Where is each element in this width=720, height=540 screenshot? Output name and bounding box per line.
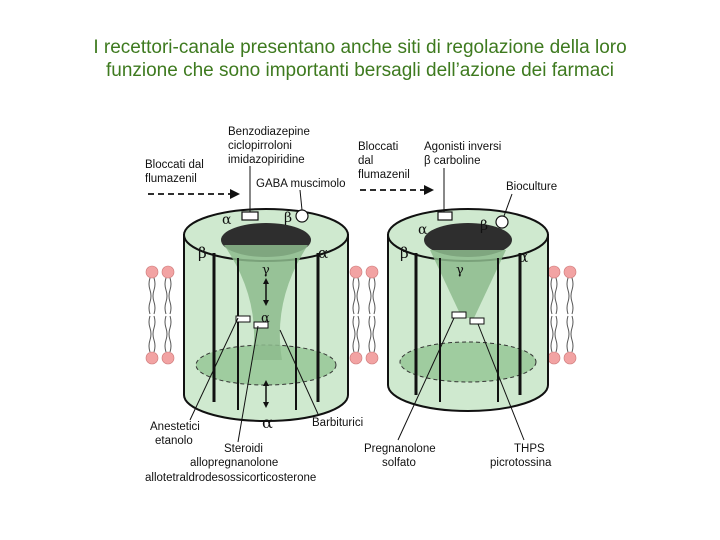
membrane-left: [145, 265, 175, 365]
title-line-1: I recettori-canale presentano anche siti…: [93, 37, 627, 58]
left-channel: [183, 208, 349, 422]
right-subunit-beta-top: β: [480, 218, 488, 234]
left-gaba-label: GABA muscimolo: [256, 178, 345, 190]
left-steroidi-line-3: allotetraldrodesossicorticosterone: [145, 472, 316, 484]
left-blocked-arrow: [148, 189, 240, 199]
right-blocked-line-2: dal: [358, 155, 373, 167]
right-subunit-alpha-side: α: [518, 248, 528, 266]
right-subunit-beta-side: β: [400, 244, 409, 262]
right-pregnanolone-line-2: solfato: [382, 457, 416, 469]
right-pregnanolone-line-1: Pregnanolone: [364, 443, 436, 455]
left-steroidi-line-1: Steroidi: [224, 443, 263, 455]
left-subunit-beta-side: β: [198, 244, 207, 262]
left-subunit-beta-top: β: [284, 210, 292, 226]
left-barbiturici-label: Barbiturici: [312, 417, 363, 429]
right-subunit-gamma: γ: [456, 263, 464, 278]
right-blocked-arrow: [360, 185, 434, 195]
left-steroidi-line-2: allopregnanolone: [190, 457, 278, 469]
left-anestetici-leader: [189, 317, 239, 421]
right-subunit-alpha-top: α: [418, 222, 428, 238]
left-anestetici-line-2: etanolo: [155, 435, 193, 447]
left-barbiturici-leader: [279, 329, 319, 415]
right-thps-line-1: THPS: [514, 443, 545, 455]
right-thps-leader: [477, 323, 525, 441]
right-channel: [387, 208, 549, 412]
slide-title: I recettori-canale presentano anche siti…: [0, 36, 720, 82]
left-steroidi-leader: [237, 325, 259, 443]
right-agonisti-line-2: β carboline: [424, 155, 480, 167]
left-subunit-alpha-side: α: [318, 244, 328, 262]
left-anestetici-line-1: Anestetici: [150, 421, 200, 433]
right-agonisti-line-1: Agonisti inversi: [424, 141, 501, 153]
right-bioculture-label: Bioculture: [506, 181, 557, 193]
left-subunit-alpha-inner: α: [261, 311, 270, 326]
left-subunit-gamma: γ: [262, 263, 270, 278]
left-blocked-line-2: flumazenil: [145, 173, 197, 185]
title-line-2: funzione che sono importanti bersagli de…: [105, 60, 614, 81]
right-thps-line-2: picrotossina: [490, 457, 552, 469]
membrane-middle: [349, 265, 379, 365]
right-pregnanolone-leader: [397, 317, 455, 441]
membrane-right: [547, 265, 577, 365]
right-blocked-line-1: Bloccati: [358, 141, 398, 153]
right-blocked-line-3: flumazenil: [358, 169, 410, 181]
left-benzo-line-3: imidazopiridine: [228, 154, 305, 166]
left-subunit-alpha-top: α: [222, 212, 232, 228]
left-benzo-line-1: Benzodiazepine: [228, 126, 310, 138]
left-blocked-line-1: Bloccati dal: [145, 159, 204, 171]
right-bioculture-leader: [503, 193, 513, 217]
left-benzo-line-2: ciclopirroloni: [228, 140, 292, 152]
left-subunit-alpha-bottom: α: [262, 413, 273, 432]
left-gaba-leader: [299, 189, 303, 211]
